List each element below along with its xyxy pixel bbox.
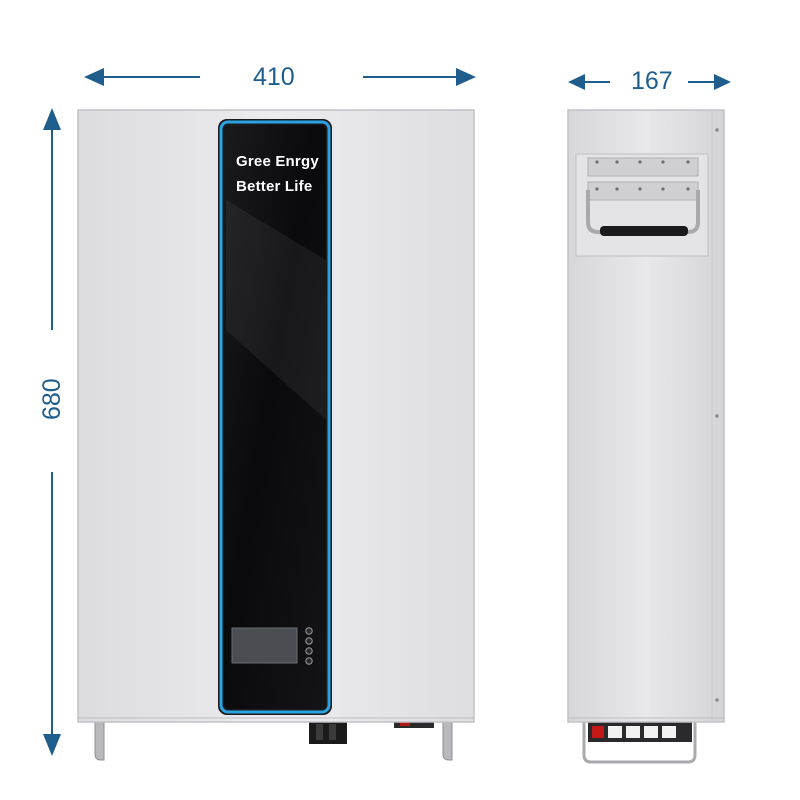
side-bottom-handle[interactable] [582,722,697,764]
plate-rivet [615,160,619,164]
front-connector-right [394,718,434,728]
side-screw [715,128,719,132]
plate-rivet [661,160,665,164]
glass-panel [224,125,326,709]
glass-panel-glow [219,120,331,714]
plate-rivet [686,187,690,191]
indicator-button[interactable] [305,637,313,645]
height-label: 680 [38,378,66,420]
width-label: 410 [253,63,295,91]
terminal-slot [608,726,622,738]
terminal-slot [644,726,658,738]
indicator-button[interactable] [305,647,313,655]
plate-rivet [661,187,665,191]
side-handle-plate-lower [587,181,699,201]
height-arrowhead-top [43,108,61,130]
height-arrowhead-bottom [43,734,61,756]
front-left-leg [94,719,105,761]
plate-rivet [615,187,619,191]
plate-rivet [595,160,599,164]
front-connector-left-inner-2 [329,724,336,740]
height-dimension [43,108,61,756]
terminal-red [592,726,604,738]
width-dimension [84,68,476,86]
plate-rivet [686,160,690,164]
terminal-slot [662,726,676,738]
side-screw [715,414,719,418]
brand-line-1: Gree Enrgy [236,153,319,170]
side-screw [715,698,719,702]
depth-dimension [568,74,731,90]
front-right-leg [442,719,453,761]
terminal-slot [626,726,640,738]
side-handle-plate [587,157,699,177]
depth-label: 167 [631,67,673,95]
side-handle-grip[interactable] [600,226,688,236]
plate-rivet [595,187,599,191]
depth-arrowhead-right [714,74,731,90]
lcd-screen [231,627,298,664]
glass-reflection [226,200,326,420]
width-arrowhead-left [84,68,104,86]
indicator-button[interactable] [305,627,313,635]
depth-arrowhead-left [568,74,585,90]
side-view [567,109,725,764]
front-view [77,109,475,761]
brand-line-2: Better Life [236,178,313,195]
indicator-button[interactable] [305,657,313,665]
plate-rivet [638,160,642,164]
plate-rivet [638,187,642,191]
front-connector-left-inner [316,724,323,740]
width-arrowhead-right [456,68,476,86]
